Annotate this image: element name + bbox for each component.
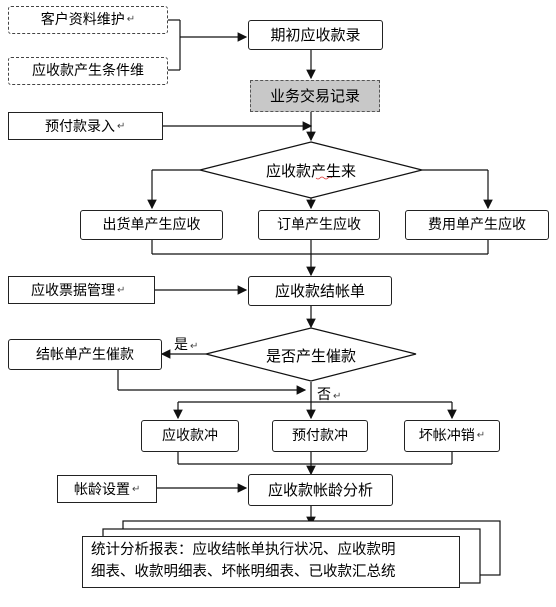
ar-settlement-label: 应收款结帐单 <box>274 282 365 300</box>
customer-maintenance-box: 客户资料维护 ↵ <box>8 6 168 34</box>
prepay-offset-box: 预付款冲 <box>272 420 368 452</box>
reports-summary-doc: 统计分析报表：应收结帐单执行状况、应收款明 细表、收款明细表、坏帐明细表、已收款… <box>82 536 460 588</box>
initial-ar-entry-box: 期初应收款录 <box>248 20 383 50</box>
paragraph-mark-icon: ↵ <box>190 341 199 352</box>
spell-squiggle <box>315 176 333 180</box>
generate-reminder-question-label: 是否产生催款 <box>265 347 356 365</box>
shipment-ar-box: 出货单产生应收 <box>80 210 223 240</box>
ar-bill-management-doc: 应收票据管理 ↵ <box>8 276 155 304</box>
shipment-ar-label: 出货单产生应收 <box>102 217 201 233</box>
paragraph-mark-icon: ↵ <box>117 284 126 296</box>
paragraph-mark-icon: ↵ <box>476 430 486 441</box>
customer-maintenance-label: 客户资料维护 <box>40 12 125 28</box>
expense-ar-box: 费用单产生应收 <box>405 210 549 240</box>
no-label: 否↵ <box>317 387 342 403</box>
prepay-offset-label: 预付款冲 <box>292 428 348 444</box>
business-transaction-label: 业务交易记录 <box>269 87 360 105</box>
ar-condition-box: 应收款产生条件维 <box>8 57 168 85</box>
business-transaction-box: 业务交易记录 <box>250 80 380 112</box>
bad-debt-writeoff-box: 坏帐冲销 ↵ <box>404 420 500 452</box>
yes-label: 是↵ <box>174 337 199 353</box>
ar-offset-label: 应收款冲 <box>162 428 218 444</box>
paragraph-mark-icon: ↵ <box>117 120 126 132</box>
order-ar-label: 订单产生应收 <box>277 217 361 233</box>
paragraph-mark-icon: ↵ <box>333 391 342 402</box>
prepayment-entry-label: 预付款录入 <box>45 119 115 135</box>
settlement-reminder-label: 结帐单产生催款 <box>36 346 134 363</box>
reports-line-1: 统计分析报表：应收结帐单执行状况、应收款明 <box>91 542 396 558</box>
aging-setup-doc: 帐龄设置 ↵ <box>57 475 157 503</box>
aging-analysis-label: 应收款帐龄分析 <box>267 481 373 499</box>
aging-setup-label: 帐龄设置 <box>74 482 130 498</box>
ar-generation-label: 应收款产生来 <box>265 162 356 180</box>
ar-bill-management-label: 应收票据管理 <box>31 283 115 299</box>
aging-analysis-box: 应收款帐龄分析 <box>248 474 393 506</box>
prepayment-entry-doc: 预付款录入 ↵ <box>8 112 163 140</box>
bad-debt-writeoff-label: 坏帐冲销 <box>418 428 475 444</box>
reports-line-2: 细表、收款明细表、坏帐明细表、已收款汇总统 <box>91 564 396 580</box>
ar-settlement-box: 应收款结帐单 <box>248 276 392 306</box>
ar-condition-label: 应收款产生条件维 <box>32 63 144 79</box>
ar-offset-box: 应收款冲 <box>141 420 239 452</box>
diamond-ar-generation <box>199 141 423 199</box>
diamond-reminder-decision <box>205 327 417 382</box>
paragraph-mark-icon: ↵ <box>126 14 136 25</box>
settlement-reminder-box: 结帐单产生催款 <box>8 339 162 370</box>
initial-ar-entry-label: 期初应收款录 <box>270 26 361 44</box>
order-ar-box: 订单产生应收 <box>258 210 380 240</box>
expense-ar-label: 费用单产生应收 <box>428 217 526 233</box>
paragraph-mark-icon: ↵ <box>132 483 141 495</box>
